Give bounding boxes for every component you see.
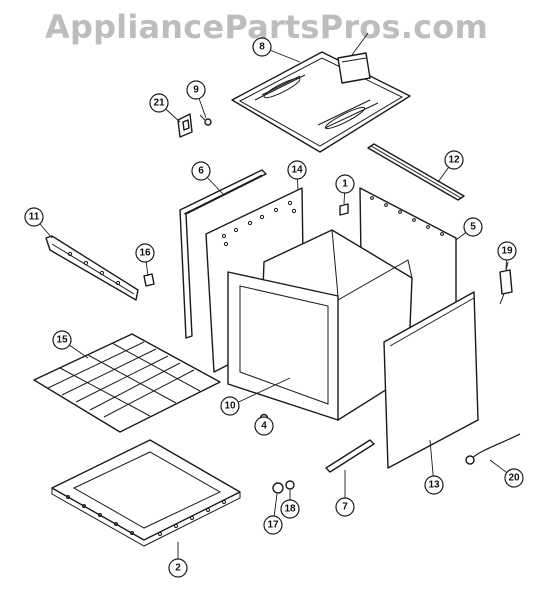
part-17-bulb (272, 482, 284, 494)
callout-number: 14 (291, 165, 303, 176)
callout-number: 5 (470, 222, 476, 233)
callout-6: 6 (191, 161, 211, 181)
part-13-front-panel (383, 291, 479, 469)
callout-number: 4 (261, 421, 267, 432)
callout-circle (424, 475, 444, 495)
callout-circle (444, 150, 464, 170)
callout-number: 9 (193, 85, 199, 96)
callout-12: 12 (444, 150, 464, 170)
callout-circle (335, 174, 355, 194)
callout-circle (252, 37, 272, 57)
callout-20: 20 (504, 468, 524, 488)
callout-number: 20 (508, 473, 520, 484)
callout-17: 17 (263, 515, 283, 535)
part-8-cooktop-panel (231, 51, 411, 153)
callout-circle (168, 558, 188, 578)
callout-15: 15 (52, 330, 72, 350)
callout-number: 13 (428, 480, 440, 491)
callout-number: 7 (342, 502, 348, 513)
callout-4: 4 (254, 416, 274, 436)
callout-number: 19 (501, 246, 513, 257)
callout-5: 5 (463, 217, 483, 237)
callout-number: 11 (29, 212, 40, 223)
callout-number: 2 (175, 563, 181, 574)
callout-9: 9 (186, 80, 206, 100)
part-21-bracket (177, 113, 193, 138)
part-7-rod (325, 439, 375, 473)
callout-number: 6 (198, 166, 204, 177)
callout-circle (149, 93, 169, 113)
callout-number: 18 (284, 504, 296, 515)
callout-circle (287, 160, 307, 180)
callout-number: 16 (139, 248, 151, 259)
callout-circle (254, 416, 274, 436)
callout-circle (24, 207, 44, 227)
callout-19: 19 (497, 241, 517, 261)
part-19-sensor (499, 261, 513, 305)
callout-number: 17 (267, 520, 279, 531)
callout-1: 1 (335, 174, 355, 194)
part-12-top-rail (367, 143, 465, 201)
callout-13: 13 (424, 475, 444, 495)
callout-circle (280, 499, 300, 519)
callout-18: 18 (280, 499, 300, 519)
callout-circle (335, 497, 355, 517)
callout-circle (463, 217, 483, 237)
callout-7: 7 (335, 497, 355, 517)
callout-8: 8 (252, 37, 272, 57)
callout-number: 15 (56, 335, 68, 346)
callout-number: 21 (153, 98, 165, 109)
callout-circle (135, 243, 155, 263)
part-11-rear-bracket (45, 235, 139, 301)
callout-circle (497, 241, 517, 261)
part-20-harness (465, 433, 521, 465)
callout-2: 2 (168, 558, 188, 578)
callout-number: 8 (259, 42, 265, 53)
callout-14: 14 (287, 160, 307, 180)
callout-21: 21 (149, 93, 169, 113)
callout-circle (263, 515, 283, 535)
callout-markers: 8 9 21 6 14 1 12 11 16 5 19 15 10 13 4 20 7 17 18 2 (24, 37, 524, 578)
callout-number: 1 (342, 179, 348, 190)
part-15-oven-rack (33, 333, 221, 433)
part-9-screw (199, 114, 212, 126)
callout-11: 11 (24, 207, 44, 227)
callout-circle (186, 80, 206, 100)
part-10-oven-liner (227, 229, 413, 421)
callout-circle (52, 330, 72, 350)
part-1-clip (339, 203, 349, 216)
callout-circle (504, 468, 524, 488)
callout-number: 12 (448, 155, 460, 166)
callout-10: 10 (220, 396, 240, 416)
callout-number: 10 (224, 401, 236, 412)
part-18-socket (285, 480, 295, 490)
part-2-oven-bottom (51, 439, 241, 547)
callout-circle (191, 161, 211, 181)
callout-circle (220, 396, 240, 416)
callout-16: 16 (135, 243, 155, 263)
part-16-clip (143, 273, 155, 287)
